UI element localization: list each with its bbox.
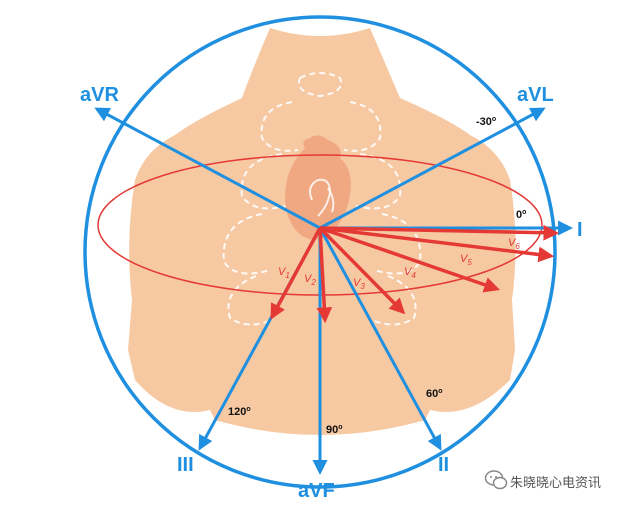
rib-cage-outline: [222, 72, 422, 326]
v5-label: V5: [460, 253, 472, 267]
v2-vector-arrow: [316, 227, 333, 324]
v4-label: V4: [404, 266, 416, 280]
avr-label: aVR: [80, 84, 119, 106]
angle-60-label: 60o: [426, 388, 443, 400]
angle-90-label: 90o: [326, 424, 343, 436]
avl-label: aVL: [517, 84, 554, 106]
v1-vector-arrow: [270, 227, 322, 320]
avr-axis-arrow: [94, 107, 321, 230]
avl-axis-arrow: [319, 107, 546, 230]
v2-label: V2: [304, 273, 316, 287]
lead-iii-label: III: [177, 454, 194, 476]
v4-vector-arrow: [319, 226, 500, 293]
wechat-icon: [484, 470, 508, 490]
angle-120-label: 120o: [228, 406, 251, 418]
heart-illustration: [285, 135, 351, 240]
lead-i-label: I: [577, 219, 583, 241]
v3-vector-arrow: [318, 226, 406, 315]
v6-vector-arrow: [319, 224, 560, 241]
hexaxial-circle: [83, 15, 557, 489]
lead-ii-axis-arrow: [318, 227, 442, 451]
v3-label: V3: [353, 277, 365, 291]
avf-label: aVF: [298, 480, 335, 502]
angle-neg30-label: -30o: [476, 116, 496, 128]
v5-vector-arrow: [319, 226, 555, 263]
lead-ii-label: II: [438, 454, 449, 476]
v1-label: V1: [278, 266, 290, 280]
v6-label: V6: [508, 237, 520, 251]
watermark: 朱晓晓心电资讯: [484, 468, 634, 492]
angle-0-label: 0o: [516, 209, 526, 221]
watermark-text: 朱晓晓心电资讯: [510, 476, 602, 491]
